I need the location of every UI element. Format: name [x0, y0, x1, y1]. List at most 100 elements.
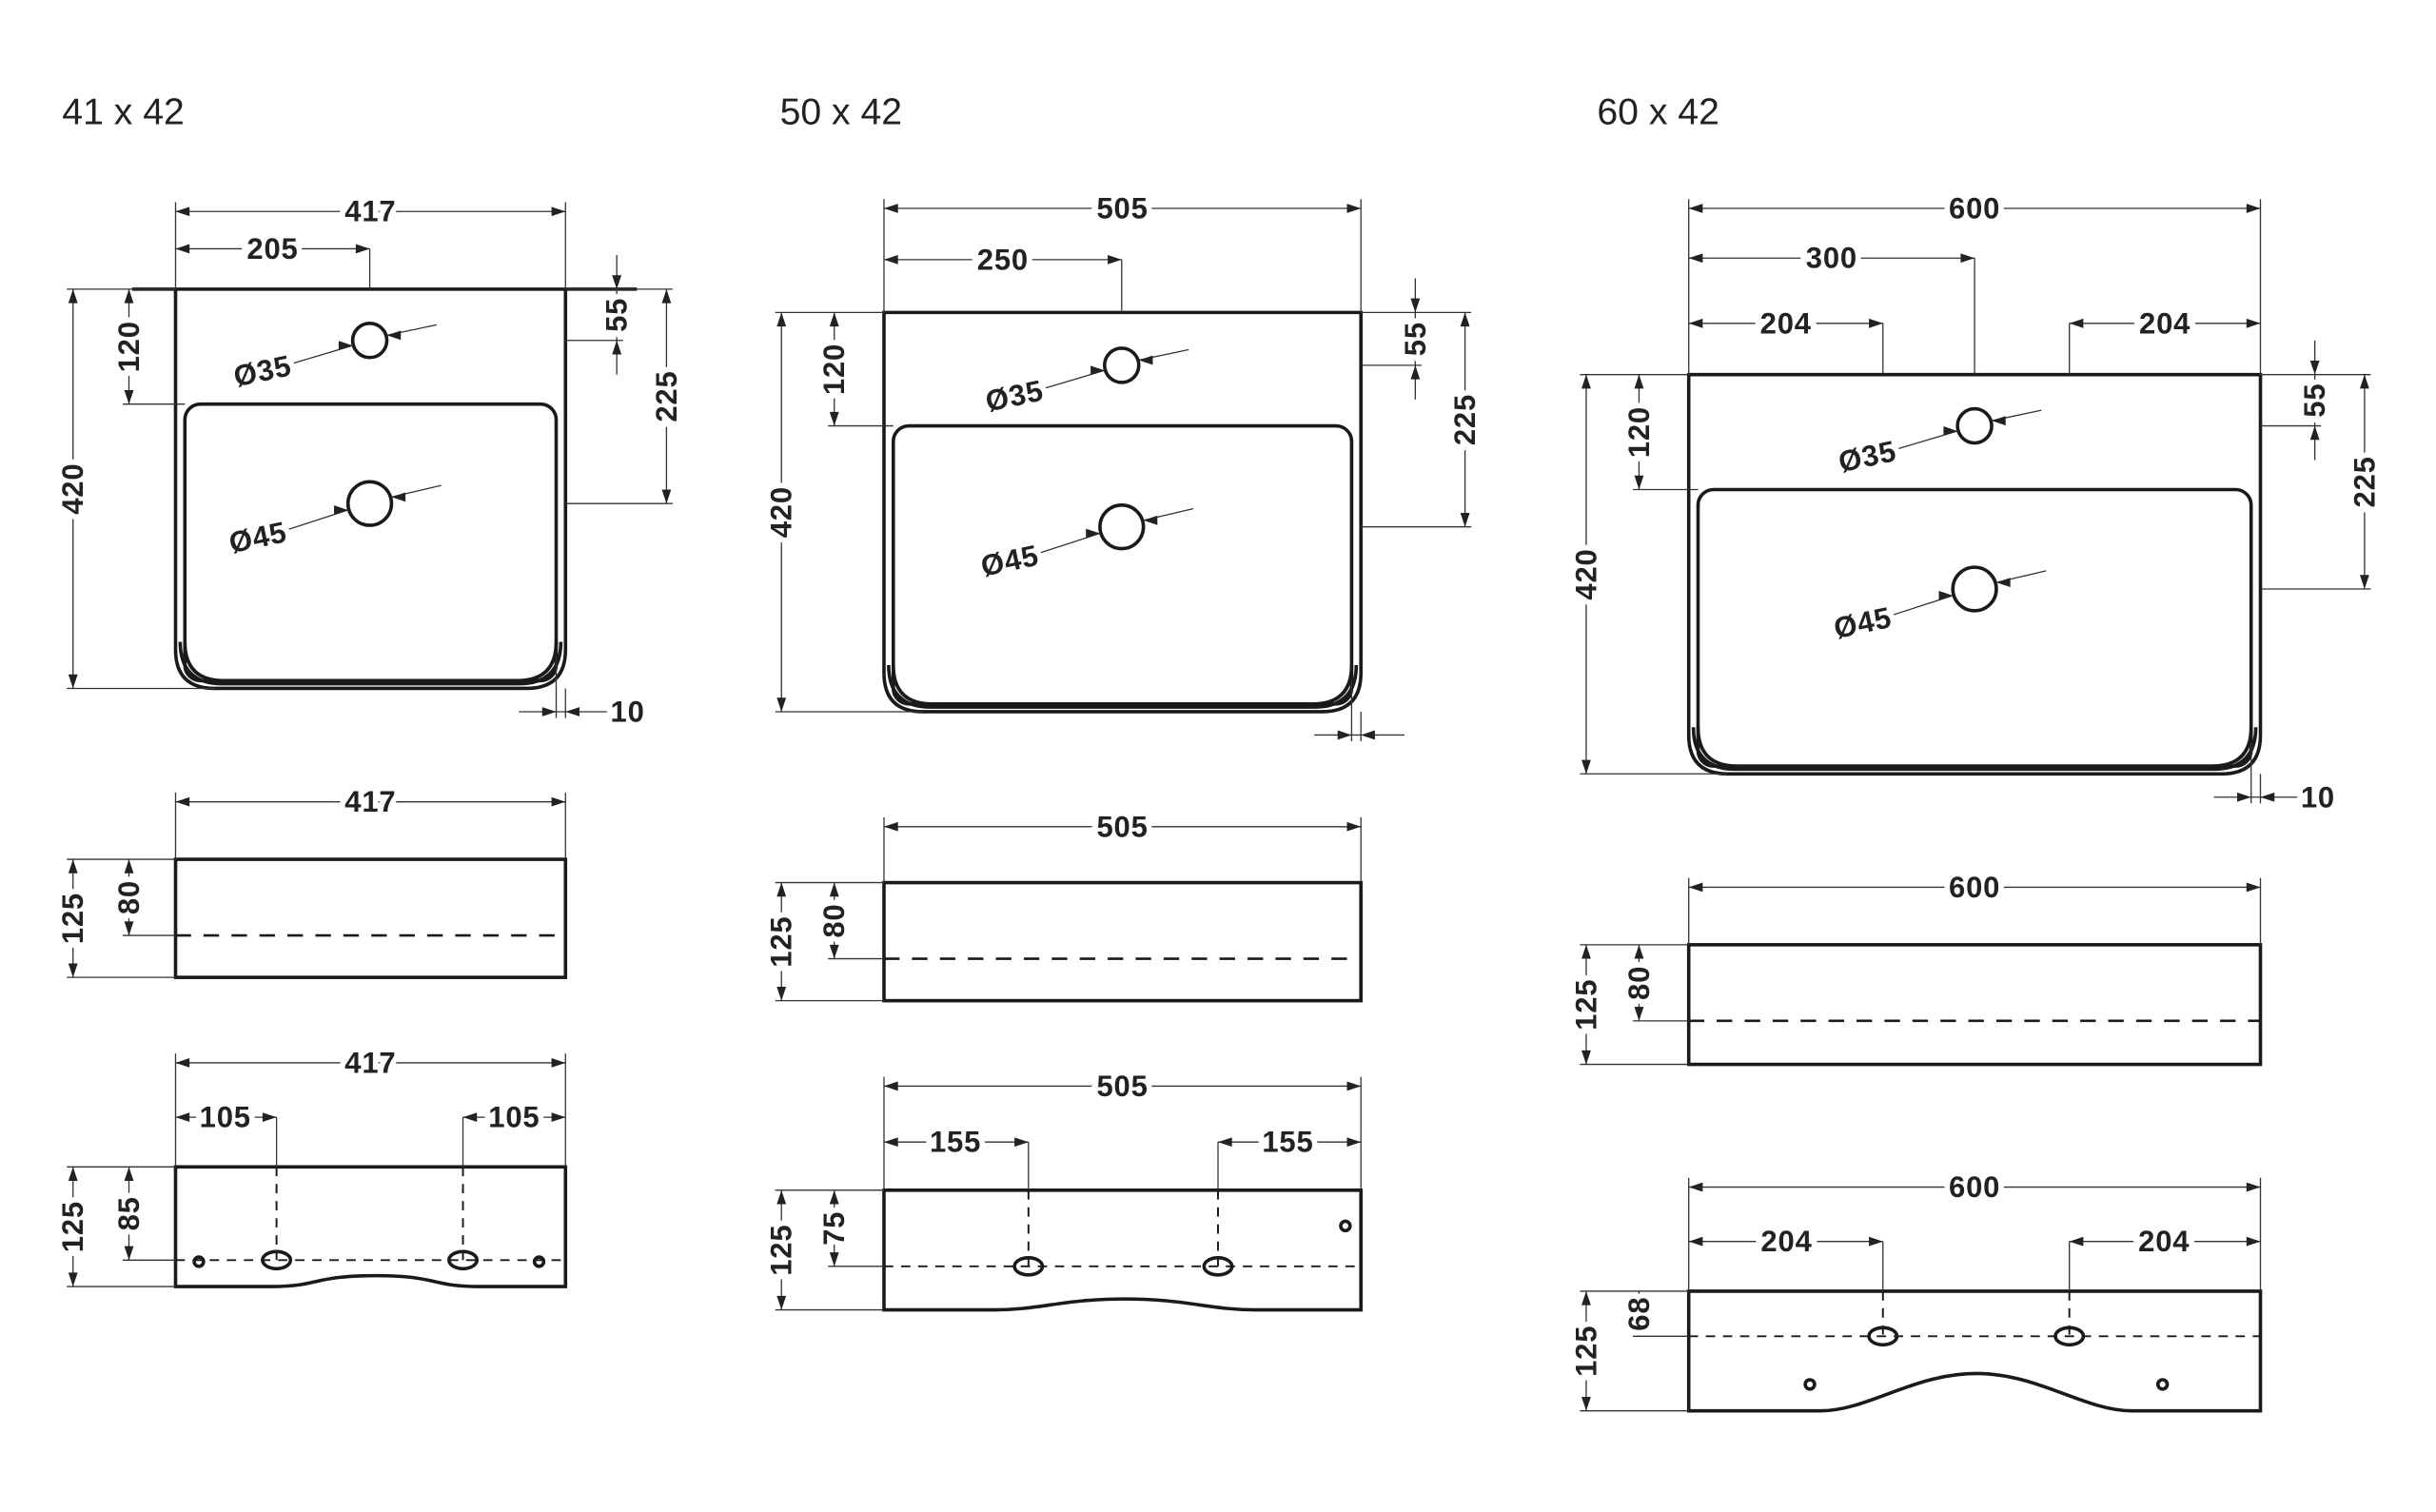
arrowhead — [2246, 882, 2261, 893]
tap-hole — [350, 322, 389, 360]
arrowhead — [1410, 298, 1421, 313]
arrowhead — [1960, 253, 1975, 264]
arrowhead — [883, 254, 898, 265]
mounting-slot — [1867, 1325, 1899, 1347]
arrowhead — [551, 206, 566, 217]
arrowhead — [2360, 374, 2369, 389]
arrowhead — [391, 492, 406, 502]
dimension-label: Ø45 — [1831, 600, 1895, 645]
dimension-label: 120 — [112, 321, 146, 372]
panel-title: 50 x 42 — [780, 91, 903, 132]
dimension-label: 155 — [930, 1126, 981, 1159]
overflow-hole — [1803, 1378, 1817, 1391]
arrowhead — [551, 796, 566, 807]
arrowhead — [1581, 1396, 1591, 1411]
arrowhead — [175, 244, 190, 254]
arrowhead — [776, 312, 787, 327]
dimension-label: 155 — [1262, 1126, 1313, 1159]
dimension-label: 505 — [1096, 1070, 1148, 1103]
overflow-hole — [532, 1255, 546, 1268]
dimension-label: 600 — [1949, 1170, 2000, 1204]
mounting-slot — [261, 1249, 293, 1271]
dimension-label: 55 — [2298, 383, 2331, 418]
dimension-label: 10 — [2301, 780, 2335, 814]
dimension-label: Ø35 — [230, 348, 294, 393]
rear-outline — [1686, 1289, 2263, 1413]
arrowhead — [2360, 575, 2369, 589]
arrowhead — [883, 204, 898, 213]
mounting-slot — [2053, 1325, 2086, 1347]
arrowhead — [1634, 475, 1644, 490]
dimension-label: 125 — [765, 1225, 798, 1276]
arrowhead — [829, 944, 839, 959]
arrowhead — [551, 1112, 566, 1122]
arrowhead — [175, 796, 190, 807]
arrowhead — [1346, 204, 1362, 213]
dimension-label: 417 — [344, 1046, 396, 1079]
dimension-label: 125 — [56, 1201, 89, 1252]
arrowhead — [2246, 1236, 2261, 1247]
arrowhead — [1337, 730, 1352, 740]
arrowhead — [355, 244, 370, 254]
arrowhead — [2069, 318, 2084, 328]
arrowhead — [175, 1058, 190, 1068]
arrowhead — [68, 963, 78, 978]
dimension-label: 225 — [2348, 456, 2381, 507]
arrowhead — [1346, 1137, 1362, 1148]
dimension-label: 55 — [1399, 322, 1432, 356]
side-outline — [173, 857, 568, 979]
dimension-label: Ø45 — [226, 515, 290, 560]
arrowhead — [2246, 1182, 2261, 1192]
arrowhead — [386, 330, 402, 341]
arrowhead — [829, 1189, 839, 1205]
arrowhead — [1581, 1050, 1591, 1065]
arrowhead — [1943, 426, 1958, 436]
basin-outline — [173, 288, 568, 691]
dimension-label: 75 — [817, 1211, 851, 1246]
arrowhead — [829, 411, 839, 426]
tap-hole — [1955, 406, 1994, 445]
arrowhead — [1218, 1137, 1232, 1148]
dimension-label: 420 — [56, 463, 89, 515]
arrowhead — [1995, 578, 2011, 588]
arrowhead — [883, 1137, 898, 1148]
drain-hole — [1098, 503, 1146, 551]
rear-outline — [882, 1188, 1363, 1312]
dimension-label: 600 — [1949, 871, 2000, 904]
rim-inner-edge — [178, 641, 563, 686]
arrowhead — [2260, 792, 2275, 802]
bowl-outline — [1696, 487, 2253, 768]
dimension-label: 600 — [1949, 191, 2000, 225]
dimension-label: Ø35 — [983, 374, 1047, 419]
arrowhead — [124, 921, 134, 936]
rear-view: 505 155 155 125 75 — [759, 1064, 1363, 1312]
mounting-slot — [1012, 1256, 1045, 1277]
side-outline — [882, 880, 1363, 1003]
arrowhead — [175, 1112, 190, 1122]
bowl-bottom-corners — [183, 641, 559, 683]
arrowhead — [776, 986, 787, 1001]
arrowhead — [1938, 590, 1954, 600]
arrowhead — [1143, 515, 1158, 525]
drain-hole — [345, 480, 394, 527]
arrowhead — [776, 1189, 787, 1205]
dimension-label: 125 — [1569, 979, 1602, 1031]
dimension-label: 68 — [1622, 1297, 1656, 1331]
dimension-label: 417 — [344, 785, 396, 818]
arrowhead — [68, 1167, 78, 1182]
dimension-label: 125 — [56, 893, 89, 944]
arrowhead — [829, 1252, 839, 1267]
arrowhead — [1086, 528, 1100, 539]
arrowhead — [1688, 1236, 1703, 1247]
arrowhead — [2246, 204, 2261, 213]
arrowhead — [661, 489, 672, 504]
dimension-label: Ø45 — [978, 539, 1042, 583]
arrowhead — [1090, 365, 1105, 376]
dimension-label: 250 — [977, 243, 1029, 276]
arrowhead — [1346, 821, 1362, 832]
